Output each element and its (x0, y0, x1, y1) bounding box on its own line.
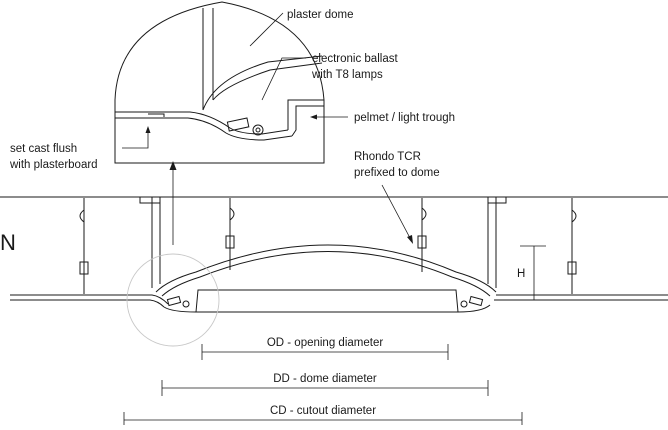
od-dimension (201, 344, 449, 360)
hanger (79, 198, 89, 294)
edge-letter: N (0, 230, 16, 255)
ballast-label-line1: electronic ballast (312, 53, 398, 65)
pelmet-label: pelmet / light trough (354, 112, 455, 124)
rhondo-label-line1: Rhondo TCR (354, 151, 421, 163)
height-dimension (520, 245, 546, 301)
cast-flush-label-line1: set cast flush (10, 143, 77, 155)
hanger (567, 198, 577, 294)
ceiling-section (0, 196, 668, 347)
dd-dimension (161, 380, 489, 396)
hanger (225, 198, 235, 270)
ballast-label-line2: with T8 lamps (311, 69, 383, 81)
cast-flush-label-line2: with plasterboard (9, 159, 98, 171)
hanger (417, 198, 427, 272)
rhondo-label-line2: prefixed to dome (354, 167, 440, 179)
height-label: H (517, 268, 525, 280)
dd-label: DD - dome diameter (273, 373, 377, 385)
cd-label: CD - cutout diameter (270, 405, 376, 417)
cd-dimension (123, 412, 523, 425)
detail-bubble (114, 1, 348, 164)
plaster-dome-label: plaster dome (287, 9, 353, 21)
od-label: OD - opening diameter (267, 337, 384, 349)
ceiling-hangers (79, 198, 577, 294)
